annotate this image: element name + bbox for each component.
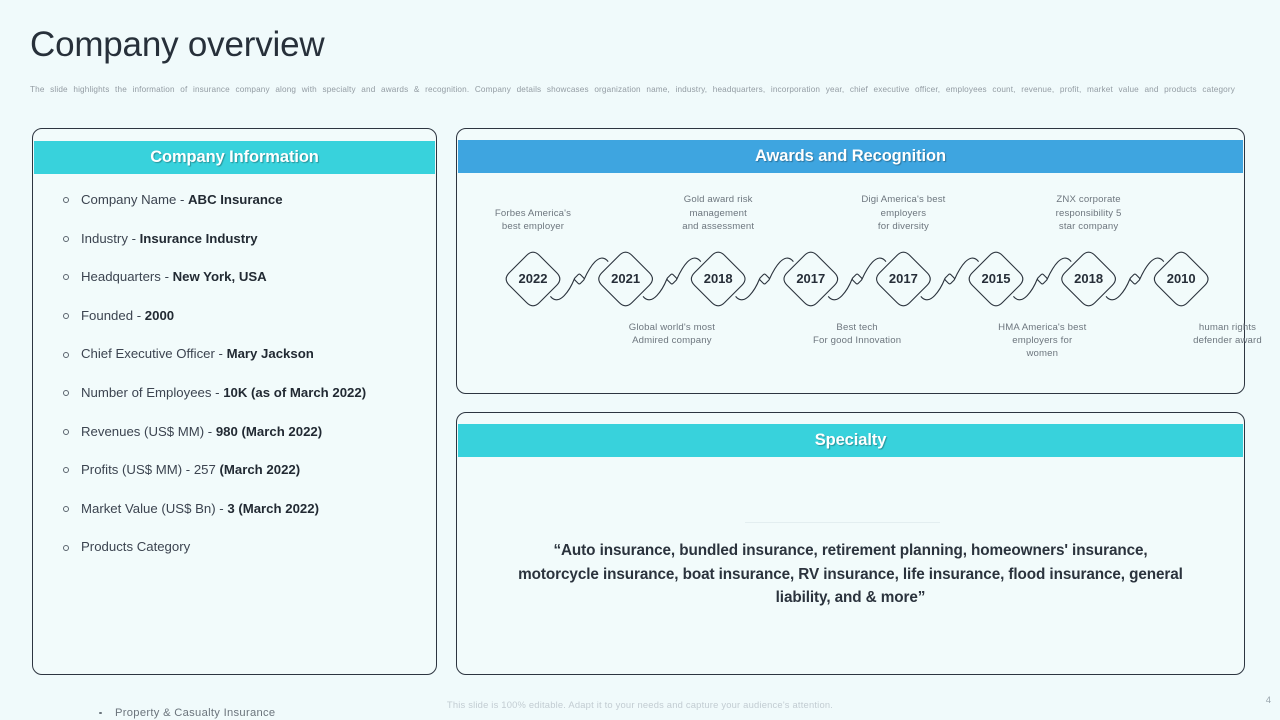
circle-bullet-icon <box>63 506 69 513</box>
circle-bullet-icon <box>63 351 69 358</box>
circle-bullet-icon <box>63 544 69 551</box>
timeline-caption-line: Global world's most <box>628 322 716 333</box>
timeline-caption-line: star company <box>1058 220 1119 232</box>
info-item-label: Industry - <box>81 230 140 246</box>
timeline-caption-line: employers for <box>1012 335 1073 347</box>
timeline-caption-line: management <box>689 207 747 219</box>
info-list-item: Founded - 2000 <box>61 297 436 336</box>
info-list-item: Company Name - ABC Insurance <box>61 181 436 220</box>
info-list-item: Number of Employees - 10K (as of March 2… <box>61 374 436 413</box>
timeline-year: 2021 <box>611 271 641 286</box>
info-list-item: Chief Executive Officer - Mary Jackson <box>61 335 436 374</box>
specialty-quote: “Auto insurance, bundled insurance, reti… <box>518 542 1183 606</box>
awards-recognition-card: Awards and Recognition 2022 Forbes Americ… <box>456 128 1262 394</box>
product-label: Property & Casualty Insurance <box>115 707 276 719</box>
dot-bullet-icon <box>99 711 102 715</box>
timeline-caption-line: employers <box>880 207 927 219</box>
info-item-value: 2000 <box>144 307 175 323</box>
timeline-caption-line: defender award <box>1193 335 1262 347</box>
timeline-year: 2018 <box>1074 271 1104 286</box>
info-item-label: Headquarters - <box>81 269 173 285</box>
info-list-item: Industry - Insurance Industry <box>61 220 436 259</box>
page-number: 4 <box>1265 695 1271 706</box>
timeline-caption: human rights defender award <box>1153 321 1280 347</box>
info-item-value: (March 2022) <box>219 462 301 478</box>
info-item-label: Market Value (US$ Bn) - <box>81 500 228 516</box>
timeline-caption-line: best employer <box>501 220 565 232</box>
circle-bullet-icon <box>63 467 69 474</box>
specialty-divider <box>745 522 940 523</box>
footer-note: This slide is 100% editable. Adapt it to… <box>446 699 834 710</box>
awards-recognition-header: Awards and Recognition <box>458 140 1243 173</box>
circle-bullet-icon <box>63 197 69 204</box>
info-item-value: 3 (March 2022) <box>227 500 319 516</box>
info-item-label: Chief Executive Officer - <box>81 346 227 362</box>
timeline-caption-line: responsibility 5 <box>1055 207 1122 219</box>
products-category-list: Property & Casualty InsuranceLife Insura… <box>93 701 275 720</box>
info-item-label: Founded - <box>81 307 145 323</box>
timeline-caption-line: HMA America's best <box>998 322 1087 333</box>
info-item-label: Products Category <box>81 539 191 555</box>
circle-bullet-icon <box>63 274 69 281</box>
info-item-label: Company Name - <box>81 192 189 207</box>
timeline-caption-line: Gold award risk <box>683 194 753 206</box>
page-title: Company overview <box>30 25 325 64</box>
info-item-label: Revenues (US$ MM) - <box>81 423 216 439</box>
timeline-caption-line: and assessment <box>682 220 755 232</box>
info-list-item: Market Value (US$ Bn) - 3 (March 2022) <box>61 490 436 529</box>
timeline-caption-line: Admired company <box>632 335 712 347</box>
timeline-caption-line: Digi America's best <box>861 194 946 206</box>
info-item-label: Number of Employees - <box>81 384 224 400</box>
info-item-value: Insurance Industry <box>139 230 258 246</box>
circle-bullet-icon <box>63 313 69 320</box>
info-item-value: 10K (as of March 2022) <box>223 384 367 400</box>
timeline-caption-line: For good Innovation <box>813 335 902 347</box>
specialty-header: Specialty <box>458 424 1243 457</box>
info-item-label: Profits (US$ MM) - 257 <box>81 462 220 478</box>
timeline-year: 2017 <box>888 271 918 286</box>
timeline-caption-line: for diversity <box>877 220 929 232</box>
company-information-header: Company Information <box>34 141 435 174</box>
info-item-value: ABC Insurance <box>188 192 283 207</box>
timeline-caption-line: women <box>1026 348 1059 360</box>
timeline-year: 2015 <box>981 271 1011 286</box>
product-list-item: Property & Casualty Insurance <box>93 701 275 720</box>
timeline-caption-line: human rights <box>1198 322 1257 333</box>
circle-bullet-icon <box>63 390 69 397</box>
timeline-year: 2022 <box>518 271 548 286</box>
specialty-card: Specialty “Auto insurance, bundled insur… <box>456 412 1245 675</box>
timeline-year: 2010 <box>1166 271 1196 286</box>
info-item-value: Mary Jackson <box>226 346 314 362</box>
timeline-caption-line: Forbes America's <box>494 207 572 219</box>
timeline-caption-line: Best tech <box>836 322 878 333</box>
info-list-item: Profits (US$ MM) - 257 (March 2022) <box>61 451 436 490</box>
timeline-year: 2017 <box>796 271 826 286</box>
timeline-graphic <box>505 251 1209 307</box>
info-list-item: Products Category <box>61 528 436 567</box>
info-list-item: Headquarters - New York, USA <box>61 258 436 297</box>
circle-bullet-icon <box>63 428 69 435</box>
timeline-year: 2018 <box>703 271 733 286</box>
info-list-item: Revenues (US$ MM) - 980 (March 2022) <box>61 413 436 452</box>
info-item-value: New York, USA <box>172 269 267 285</box>
circle-bullet-icon <box>63 235 69 242</box>
page-subtitle: The slide highlights the information of … <box>30 85 1235 94</box>
info-item-value: 980 (March 2022) <box>215 423 323 439</box>
timeline-caption-line: ZNX corporate <box>1056 194 1121 206</box>
company-information-card: Company Information Company Name - ABC I… <box>32 128 437 719</box>
